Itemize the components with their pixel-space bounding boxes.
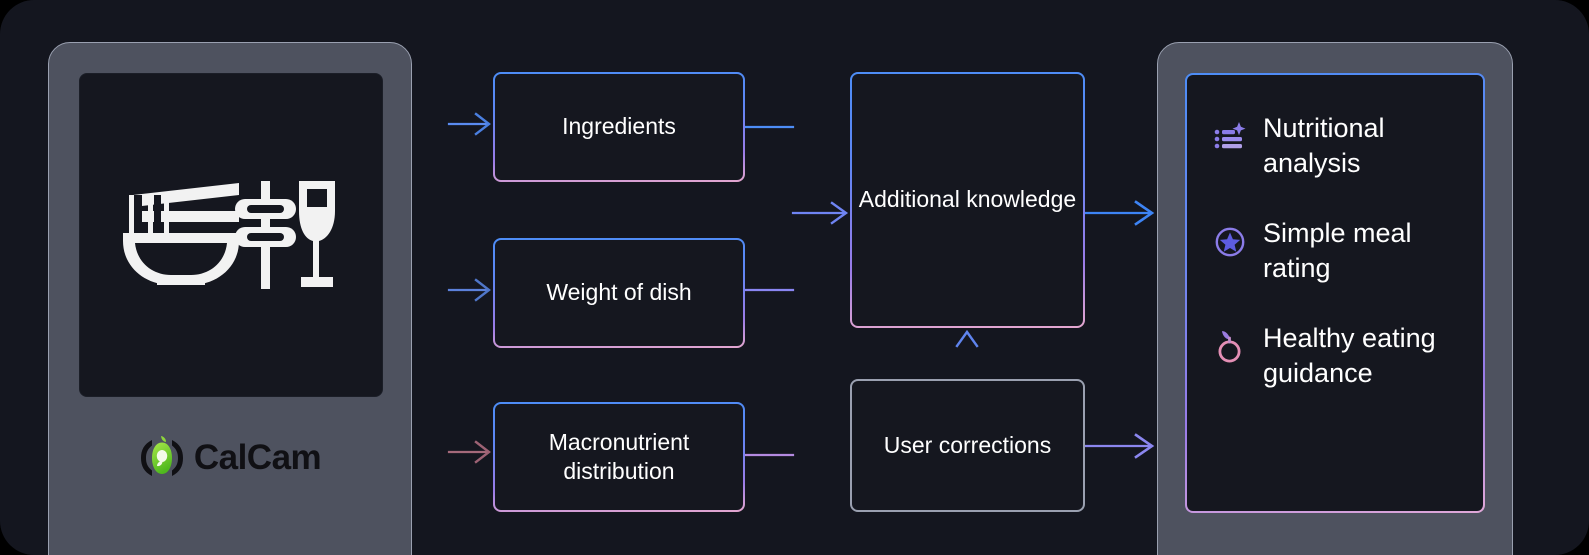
input-device-panel: CalCam [48,42,412,555]
output-device-panel: Nutritional analysis Simple meal rating [1157,42,1513,555]
calcam-logo: CalCam [49,435,411,481]
phone-screen [79,73,383,397]
flow-box-additional-knowledge[interactable]: Additional knowledge [850,72,1085,328]
feature-item-healthy-eating-guidance[interactable]: Healthy eating guidance [1201,321,1469,391]
calcam-avocado-icon [140,436,183,476]
flow-box-macronutrient-distribution[interactable]: Macronutrient distribution [493,402,745,512]
feature-label-nutritional-analysis: Nutritional analysis [1263,113,1385,179]
feature-item-simple-meal-rating[interactable]: Simple meal rating [1201,216,1469,286]
flow-box-ingredients[interactable]: Ingredients [493,72,745,182]
flow-box-weight-of-dish[interactable]: Weight of dish [493,238,745,348]
star-circle-icon [1213,225,1247,259]
flow-box-user-corrections-label: User corrections [883,431,1052,458]
feature-label-healthy-eating-guidance: Healthy eating guidance [1263,323,1436,389]
feature-list: Nutritional analysis Simple meal rating [1201,111,1469,392]
feature-label-simple-meal-rating: Simple meal rating [1263,218,1412,284]
feature-item-nutritional-analysis[interactable]: Nutritional analysis [1201,111,1469,181]
flow-box-additional-knowledge-label: Additional knowledge [858,186,1077,213]
apple-leaf-icon [1213,330,1247,364]
calcam-wordmark: CalCam [193,438,322,477]
flow-box-weight-of-dish-label: Weight of dish [546,279,692,306]
list-sparkle-icon [1213,120,1247,154]
flow-box-ingredients-label: Ingredients [562,113,676,140]
output-screen: Nutritional analysis Simple meal rating [1185,73,1485,513]
flow-box-macronutrient-distribution-label: Macronutrient distribution [548,428,690,484]
food-bowl-chopsticks-skewer-wineglass-icon [123,181,335,289]
flow-box-user-corrections[interactable]: User corrections [850,379,1085,512]
